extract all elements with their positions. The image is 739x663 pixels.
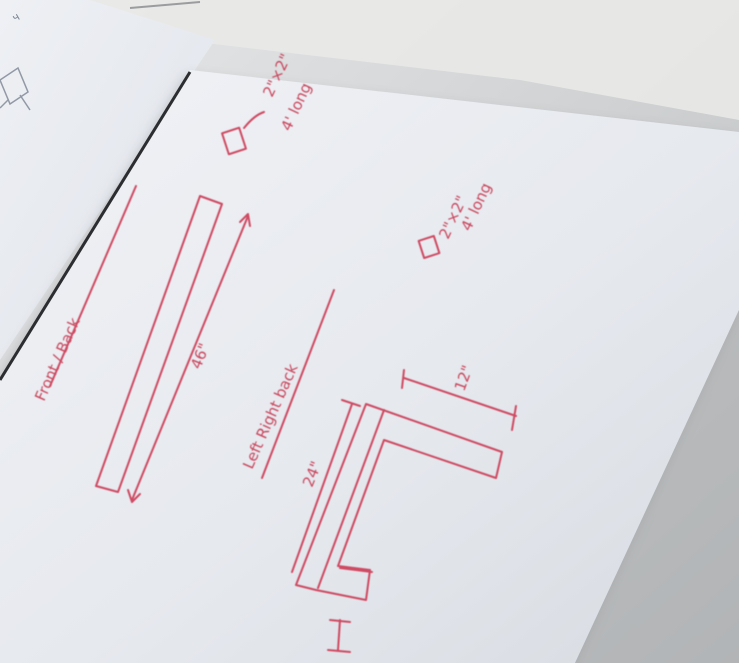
- stock-square-a: [221, 126, 247, 156]
- long-rail-dim-arrow-top: [239, 213, 251, 227]
- side-frame-inner-edge: [317, 409, 385, 589]
- long-rail-dim-line: [131, 215, 249, 501]
- long-rail: [95, 195, 223, 493]
- long-rail-dim-arrow-bottom: [127, 489, 141, 503]
- back-paper-sheet: [60, 0, 739, 120]
- main-paper-sheet: [0, 70, 739, 663]
- arm-dim-line: [403, 377, 517, 417]
- left-paper-sheet: [0, 0, 215, 360]
- side-frame-foot-top: [339, 567, 373, 573]
- leg-dim-tick-top: [341, 399, 361, 407]
- foot-dim-tick-bottom: [327, 649, 351, 653]
- right-paper-shadow: [575, 310, 739, 663]
- arm-dim-tick-left: [401, 369, 405, 389]
- side-frame: [295, 403, 503, 601]
- main-sheet-edge: [0, 71, 192, 381]
- left-sheet-marks: [0, 66, 31, 111]
- stock-square-b: [417, 234, 441, 260]
- front-back-underline: [49, 185, 137, 387]
- arm-dim-tick-right: [511, 405, 517, 431]
- foot-dim-tick-top: [329, 619, 351, 623]
- foot-dim-line: [337, 619, 341, 651]
- left-right-underline: [261, 289, 335, 479]
- back-sheet-edge: [129, 1, 201, 9]
- leg-dim-line: [291, 403, 353, 573]
- stock-arrow-a: [243, 111, 265, 129]
